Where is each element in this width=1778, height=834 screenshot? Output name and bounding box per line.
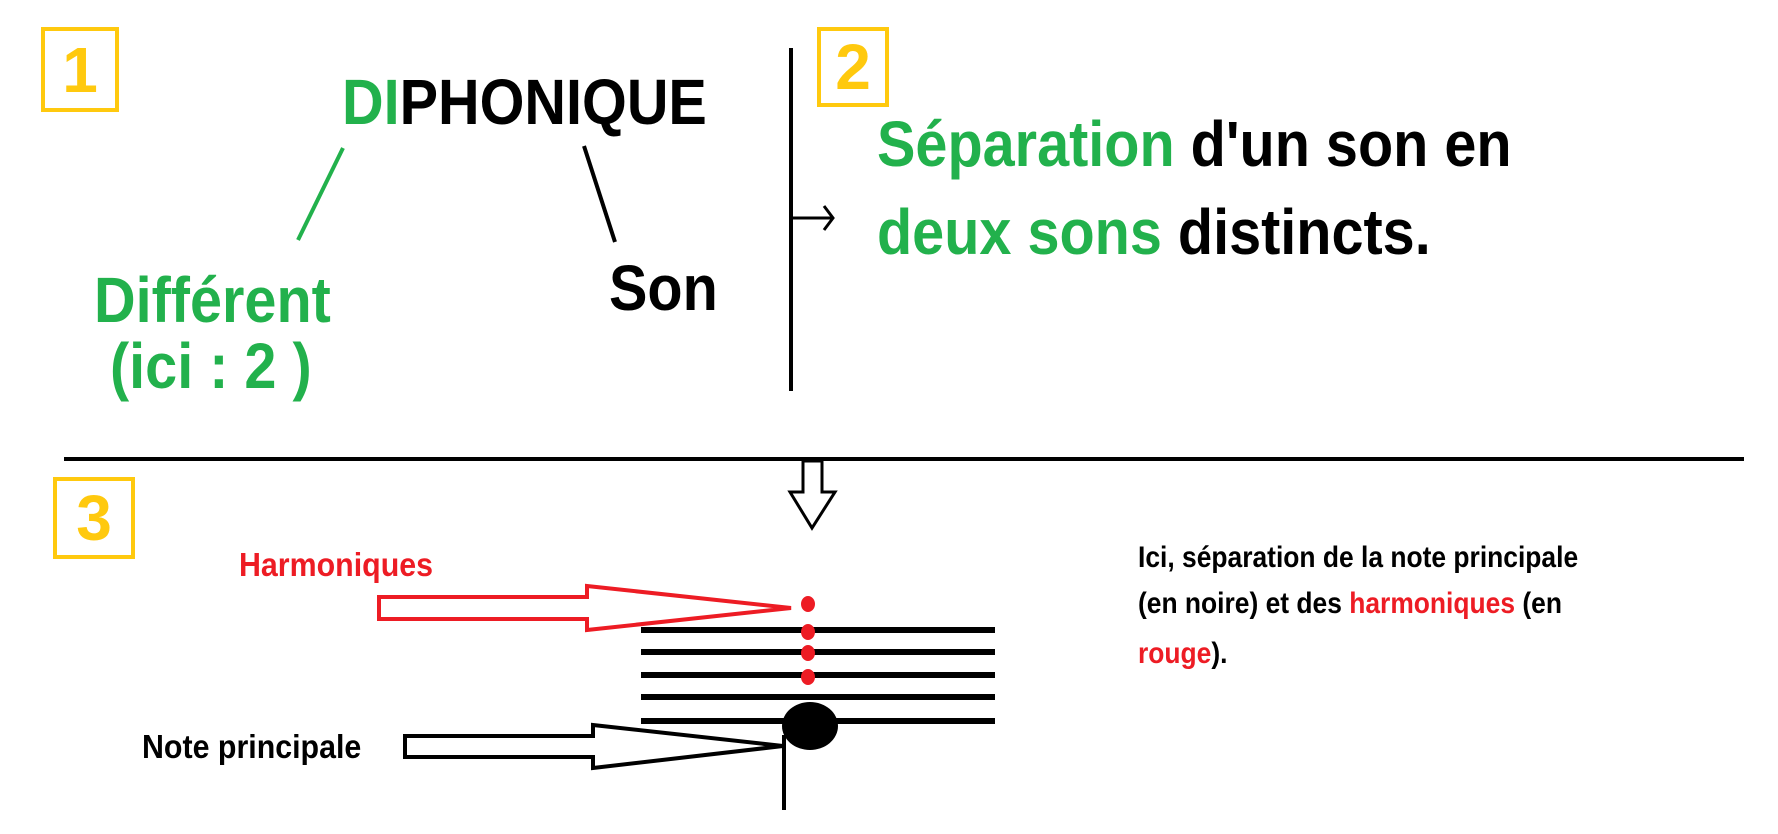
- section-number-2: 2: [817, 27, 889, 107]
- explanation-text: ).: [1211, 637, 1228, 670]
- harmonics-arrow-icon: [377, 583, 792, 633]
- word-rest: PHONIQUE: [399, 66, 707, 138]
- root-connector-line: [582, 145, 617, 243]
- definition-text: distincts.: [1161, 196, 1431, 268]
- note-head: [782, 702, 838, 750]
- definition-line-2: deux sons distincts.: [877, 200, 1431, 264]
- prefix-meaning: Différent: [94, 264, 331, 336]
- word-prefix: DI: [342, 66, 400, 138]
- explanation-line-1: Ici, séparation de la note principale: [1138, 541, 1579, 574]
- harmonic-dot: [801, 596, 815, 612]
- explanation-text: (en noire) et des: [1138, 587, 1350, 620]
- harmonic-dot: [801, 624, 815, 640]
- harmonic-dot: [801, 645, 815, 661]
- definition-highlight: deux sons: [877, 196, 1162, 268]
- explanation-line-3: rouge).: [1138, 639, 1227, 669]
- definition-line-1: Séparation d'un son en: [877, 112, 1512, 176]
- harmonics-label: Harmoniques: [239, 546, 434, 583]
- prefix-connector-line: [296, 147, 345, 241]
- right-arrow-icon: [791, 205, 835, 231]
- explanation-text: (en: [1515, 587, 1562, 620]
- explanation-highlight: rouge: [1138, 637, 1212, 670]
- root-meaning: Son: [609, 252, 718, 324]
- definition-text: d'un son en: [1174, 108, 1512, 180]
- section-number-3: 3: [53, 477, 135, 559]
- main-note-label: Note principale: [142, 728, 362, 765]
- explanation-highlight: harmoniques: [1349, 587, 1516, 620]
- main-note-arrow-icon: [403, 722, 784, 771]
- definition-highlight: Séparation: [877, 108, 1175, 180]
- section-number-1: 1: [41, 27, 119, 112]
- explanation-line-2: (en noire) et des harmoniques (en: [1138, 589, 1562, 619]
- down-arrow-icon: [787, 459, 838, 531]
- prefix-note: (ici : 2 ): [110, 330, 312, 402]
- harmonic-dot: [801, 669, 815, 685]
- harmonic-dots: [801, 596, 815, 685]
- word-diphonique: DIPHONIQUE: [342, 70, 707, 134]
